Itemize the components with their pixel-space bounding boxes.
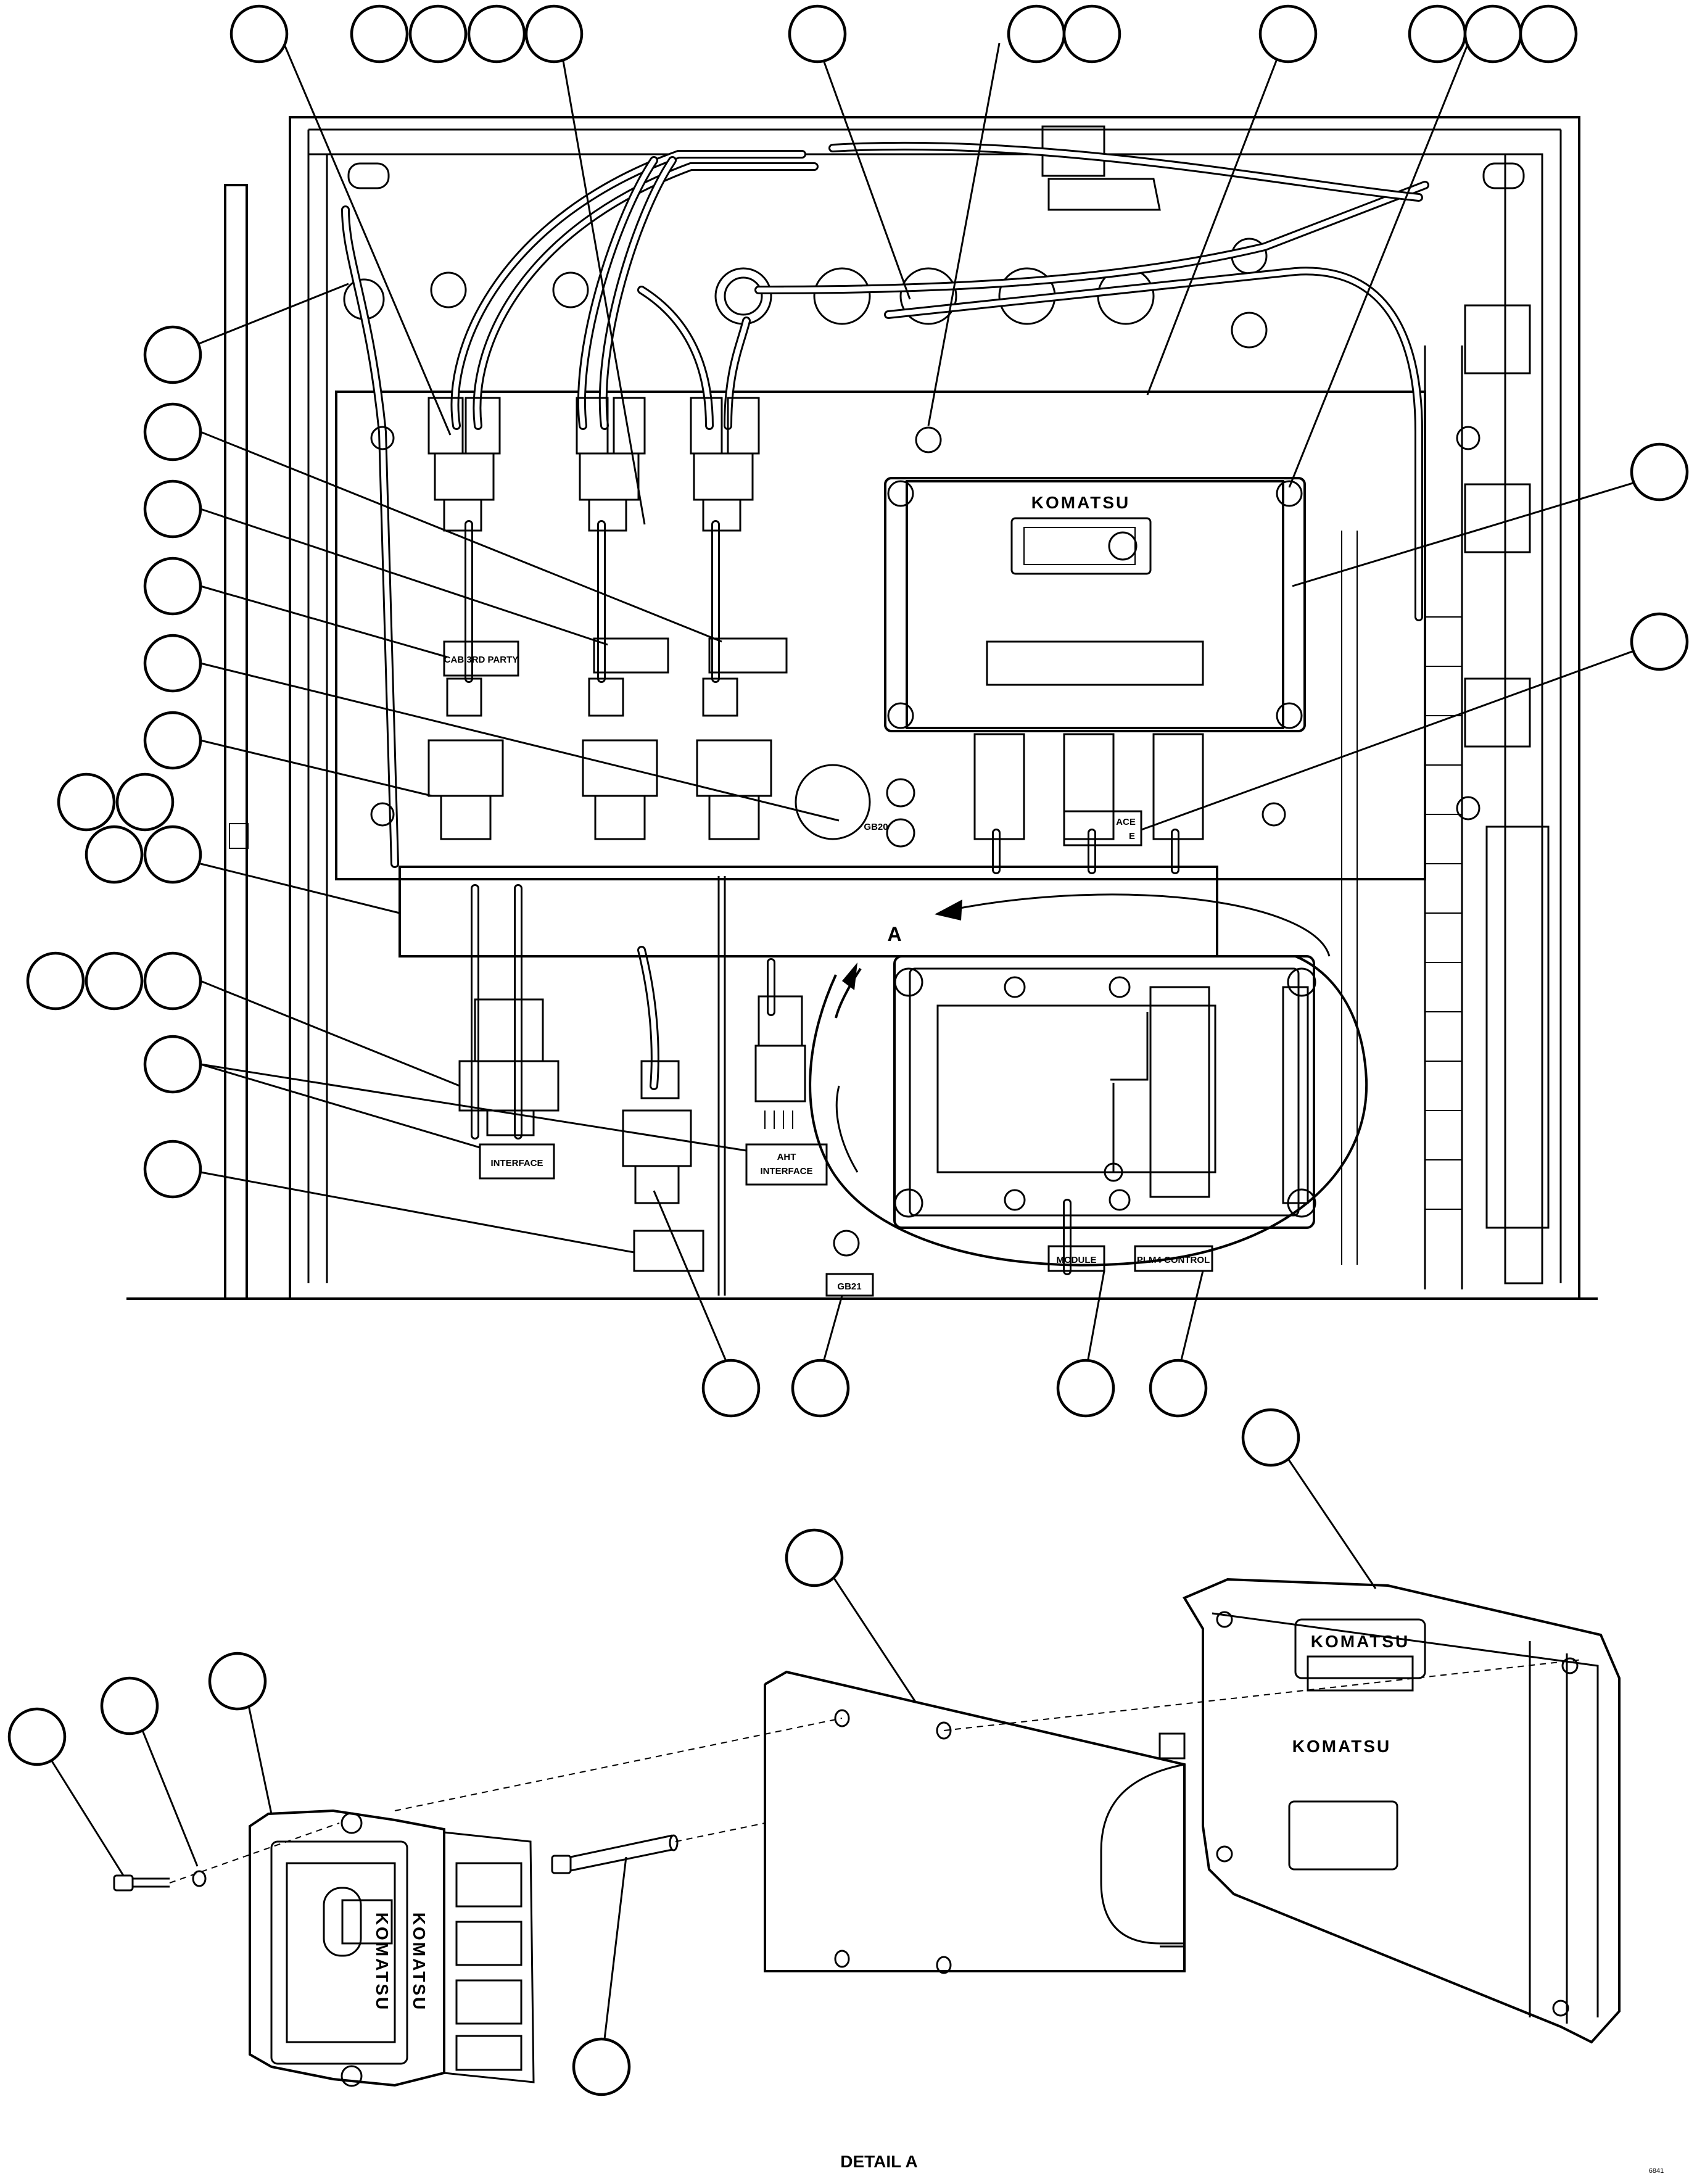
detail-a-caption: DETAIL A [840, 2152, 917, 2171]
leader-lines-upper [178, 43, 1660, 1373]
brand-label-3: KOMATSU [1292, 1737, 1391, 1756]
tag-module: MODULE [1057, 1255, 1097, 1265]
mounting-bracket [764, 1670, 1186, 1974]
callout-bubbles-upper [26, 4, 1689, 1418]
connector-1a [427, 397, 501, 532]
controller-front: KOMATSU KOMATSU [249, 1809, 535, 2087]
connector-3a [690, 397, 760, 532]
figure-id: 6841 [1649, 2167, 1664, 2175]
detail-circle [809, 955, 1368, 1267]
callout-bubbles-lower [7, 1408, 1300, 2096]
tag-aht-line1: AHT [777, 1152, 796, 1162]
tag-interface: INTERFACE [490, 1158, 543, 1169]
tag-gb21: GB21 [837, 1281, 861, 1292]
tag-gb20: GB20 [864, 822, 888, 832]
fasteners [113, 1834, 679, 1892]
brand-label-2: KOMATSU [1311, 1632, 1410, 1651]
connector-2a [576, 397, 646, 532]
cable-grommets [343, 125, 1268, 349]
brand-label-4: KOMATSU [410, 1913, 429, 2011]
tag-interface-module-frag-2: E [1129, 831, 1135, 842]
connector-group-middle [427, 677, 806, 1204]
tag-interface-module-frag-1: ACE [1116, 817, 1136, 827]
brand-label-5: KOMATSU [373, 1913, 392, 2011]
controller-rear: KOMATSU KOMATSU [1183, 1578, 1621, 2044]
leader-lines-lower [45, 1455, 1377, 2040]
section-a-label: A [887, 923, 901, 945]
cabinet-panel [126, 116, 1598, 1300]
ground-terminals [370, 426, 1480, 1257]
cable-tags: CAB 3RD PARTY INTERFACE AHT INTERFACE GB… [443, 637, 1213, 1297]
tag-aht-line2: INTERFACE [760, 1166, 812, 1177]
connector-group-top [427, 397, 760, 532]
assembly-dashes [169, 1659, 1583, 1884]
tag-plm: PLM4 CONTROL [1137, 1255, 1210, 1265]
section-a-bar: A [399, 866, 1331, 958]
tag-cab-3rd-party: CAB 3RD PARTY [444, 655, 519, 665]
wire-harnesses [341, 141, 1429, 1275]
relays-right [1425, 304, 1550, 1229]
brand-label-1: KOMATSU [1031, 493, 1130, 512]
controller-mounted: KOMATSU [884, 477, 1306, 840]
